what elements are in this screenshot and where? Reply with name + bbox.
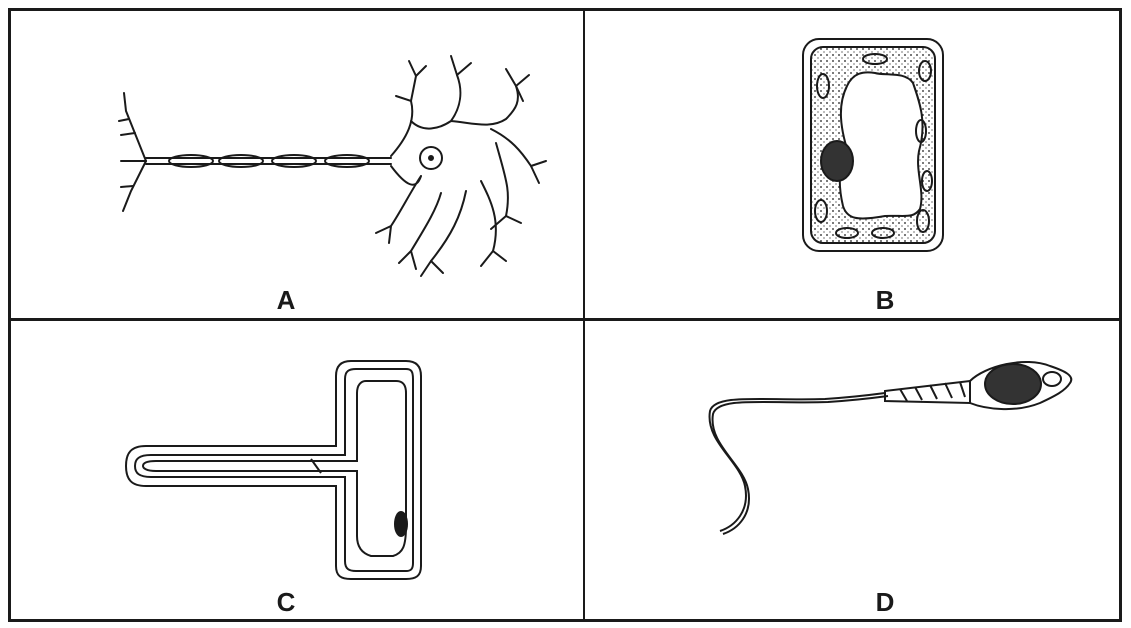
- plant-cell-icon: [585, 11, 1119, 318]
- panel-a: A: [11, 11, 583, 318]
- panel-label: D: [876, 587, 895, 618]
- panel-label: B: [876, 285, 895, 316]
- panel-label: A: [277, 285, 296, 316]
- panel-b: B: [585, 11, 1119, 318]
- root-hair-cell-icon: [11, 321, 583, 619]
- panel-label: C: [277, 587, 296, 618]
- nerve-cell-icon: [11, 11, 583, 318]
- sperm-cell-icon: [585, 321, 1119, 619]
- panel-c: C: [11, 321, 583, 619]
- panel-d: D: [585, 321, 1119, 619]
